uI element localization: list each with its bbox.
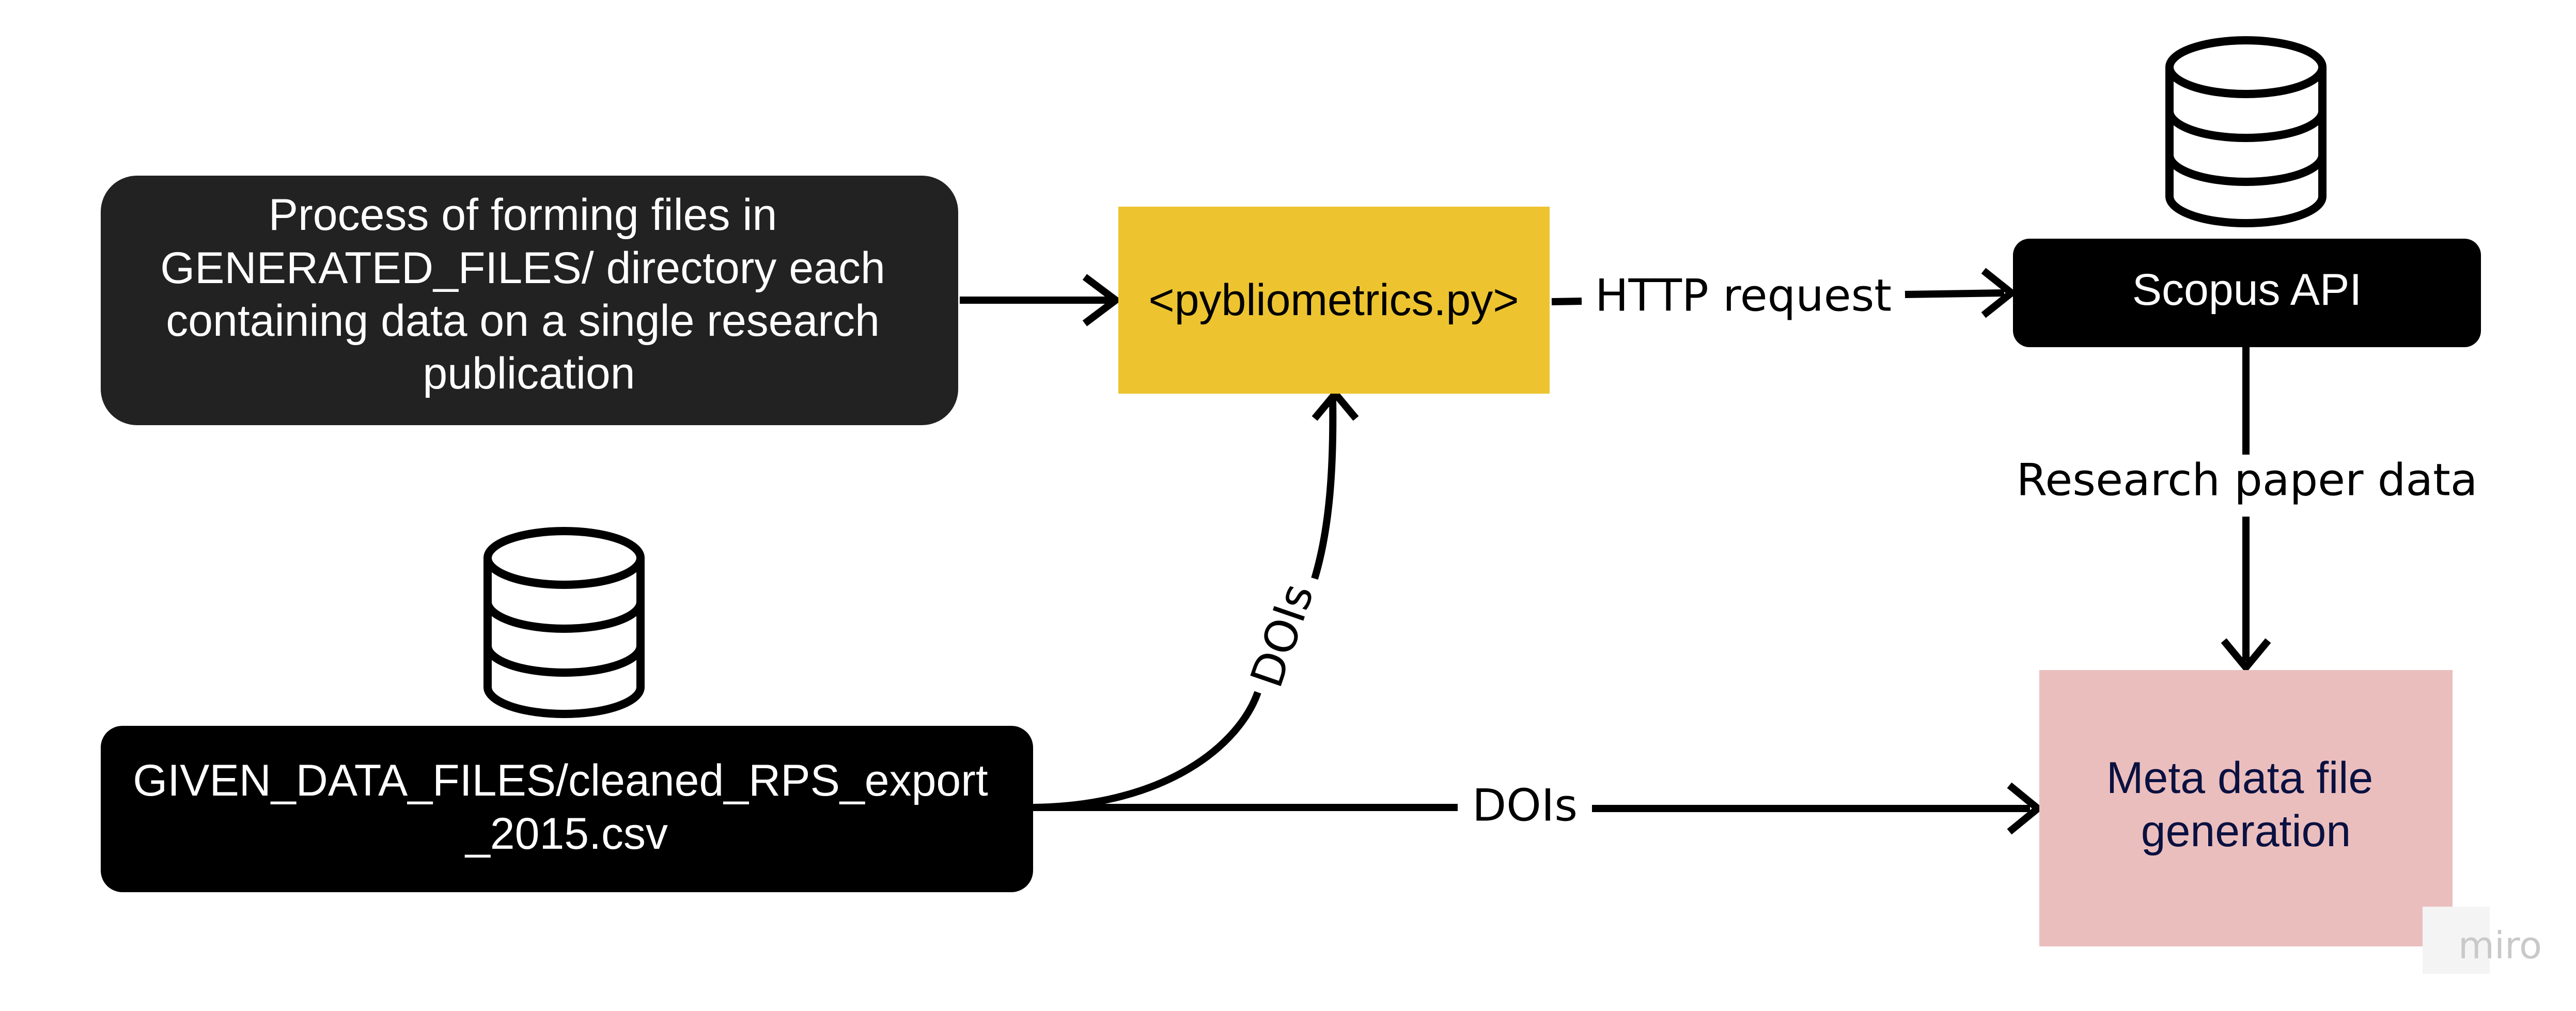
- node-given-data: GIVEN_DATA_FILES/cleaned_RPS_export _201…: [101, 726, 1033, 892]
- node-pybliometrics-box: [1118, 207, 1550, 394]
- node-process-box: [101, 176, 958, 425]
- node-metadata-box: [2039, 670, 2453, 946]
- node-given-data-line: GIVEN_DATA_FILES/cleaned_RPS_export: [133, 756, 988, 805]
- node-scopus: Scopus API: [2013, 239, 2481, 347]
- edge-http-request: HTTP request: [1551, 268, 2018, 321]
- edge-dois-to-pybliometrics: DOIs: [1033, 388, 1359, 811]
- node-pybliometrics: <pybliometrics.py>: [1118, 207, 1550, 394]
- node-metadata: Meta data file generation: [2039, 670, 2453, 946]
- node-scopus-box: [2013, 239, 2481, 347]
- edge-label-dois-straight: DOIs: [1472, 780, 1578, 831]
- edge-label-research-paper-data: Research paper data: [2016, 454, 2477, 506]
- node-given-data-box: [101, 726, 1033, 892]
- node-metadata-label: Meta data file generation: [2106, 753, 2385, 856]
- edge-label-dois-curve: DOIs: [1241, 577, 1324, 694]
- node-pybliometrics-label: <pybliometrics.py>: [1149, 275, 1519, 325]
- node-metadata-line: generation: [2141, 806, 2351, 856]
- database-icon: [483, 527, 645, 718]
- edge-dois-to-metadata: DOIs: [1033, 780, 2044, 835]
- edge-process-to-pybliometrics: [960, 274, 1122, 326]
- node-process: Process of forming files in GENERATED_FI…: [101, 176, 958, 425]
- edge-label-http-request: HTTP request: [1595, 270, 1892, 321]
- miro-watermark: miro: [2423, 907, 2542, 974]
- node-process-line: publication: [423, 349, 635, 398]
- node-given-data-line: _2015.csv: [464, 809, 668, 859]
- database-icon: [2165, 36, 2327, 227]
- node-process-line: containing data on a single research: [166, 296, 880, 346]
- edge-research-paper-data: Research paper data: [2016, 347, 2478, 673]
- node-process-line: Process of forming files in: [269, 190, 777, 240]
- node-process-line: GENERATED_FILES/ directory each: [160, 243, 885, 293]
- node-scopus-label: Scopus API: [2132, 265, 2362, 315]
- node-metadata-line: Meta data file: [2106, 753, 2373, 803]
- node-process-label: Process of forming files in GENERATED_FI…: [160, 190, 897, 398]
- watermark-label: miro: [2458, 924, 2542, 967]
- node-given-data-label: GIVEN_DATA_FILES/cleaned_RPS_export _201…: [133, 756, 1000, 859]
